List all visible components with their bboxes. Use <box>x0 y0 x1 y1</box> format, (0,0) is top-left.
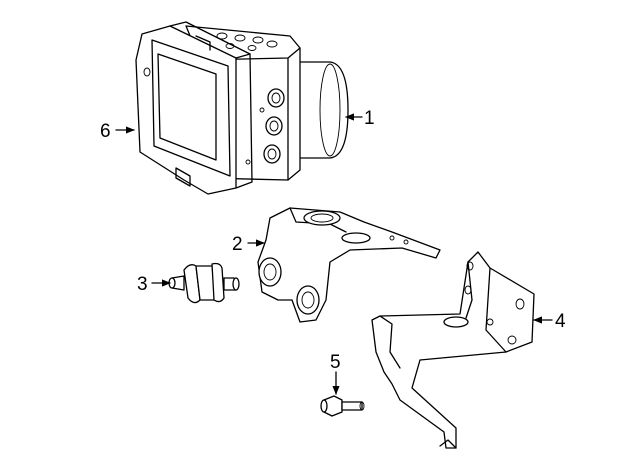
mounting-bracket <box>257 207 441 323</box>
callout-4: 4 <box>555 311 566 332</box>
bolt <box>320 395 365 417</box>
insulator <box>168 262 240 304</box>
leader-lines <box>115 113 553 395</box>
callout-3: 3 <box>137 274 148 295</box>
abs-modulator-assembly <box>135 21 349 195</box>
callout-2: 2 <box>232 234 243 255</box>
callout-6: 6 <box>100 121 111 142</box>
support-bracket <box>371 251 535 449</box>
callout-5: 5 <box>330 352 341 373</box>
callout-1: 1 <box>364 108 375 129</box>
